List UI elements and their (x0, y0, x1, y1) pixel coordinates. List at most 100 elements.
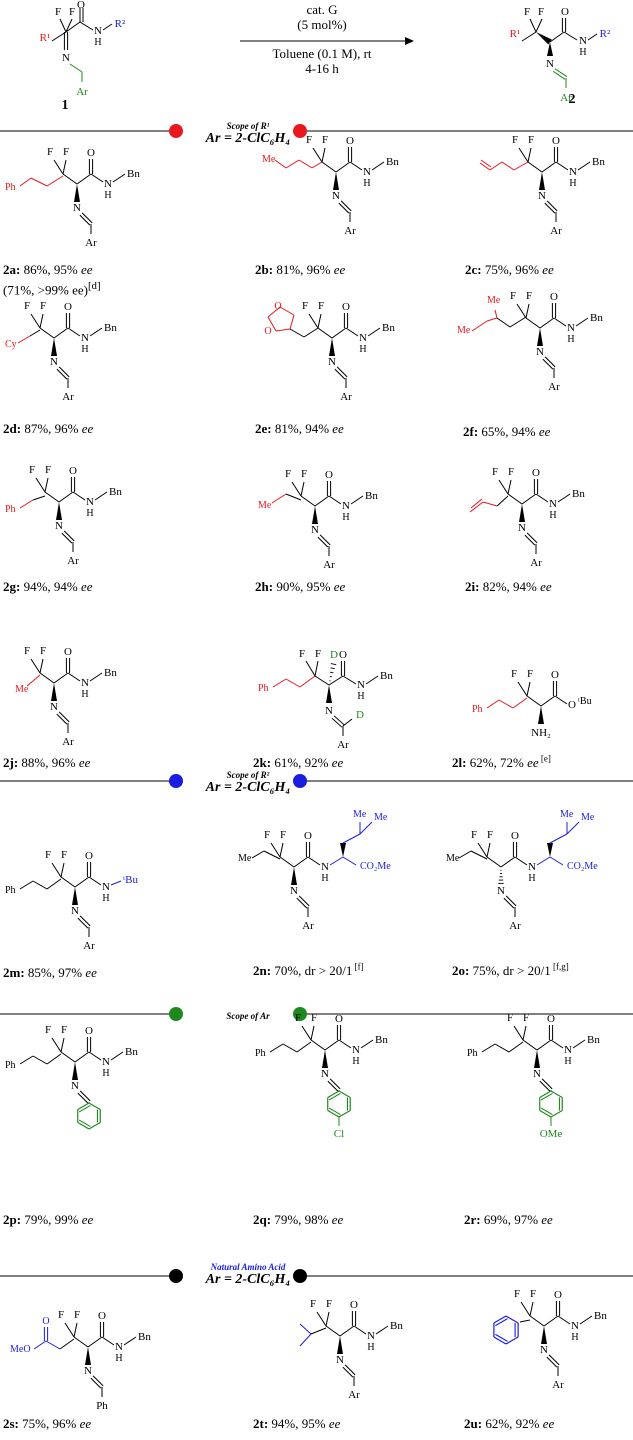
methyl-label: Me (487, 295, 501, 306)
oxygen-label: O (552, 135, 560, 147)
oxygen-label: O (264, 326, 271, 337)
bond (510, 317, 526, 327)
bond (526, 318, 540, 328)
bond (306, 661, 315, 676)
bond (331, 664, 336, 665)
bond (297, 1042, 311, 1052)
bond (89, 1052, 101, 1060)
bond (495, 1319, 507, 1326)
bond (299, 896, 309, 906)
bond (334, 716, 344, 725)
hydrogen-label: H (342, 512, 349, 523)
bond (541, 1108, 552, 1115)
fluorine-label: F (24, 300, 30, 312)
hydrogen-label: H (321, 873, 328, 884)
fluorine-label: F (315, 648, 321, 660)
wedge-bond (322, 1050, 328, 1068)
bond (31, 314, 40, 328)
bond (54, 673, 68, 683)
section-subtitle-aa: Ar = 2-ClC₆H₄ (206, 1272, 291, 1288)
fluorine-label: F (514, 1288, 520, 1300)
bond (312, 162, 322, 168)
yield-value: 79%, 98% (271, 1212, 332, 1227)
bond (556, 162, 568, 170)
bond (59, 367, 69, 377)
bond (68, 673, 80, 681)
hydrogen-label: H (115, 1353, 122, 1364)
bond (553, 71, 565, 79)
bond (495, 1334, 507, 1341)
nitrogen-label: N (332, 190, 340, 202)
bond (273, 679, 286, 687)
bond (329, 1108, 340, 1115)
hydrogen-label: H (81, 689, 88, 700)
bond (325, 1040, 339, 1050)
aryl-label: Ar (550, 225, 562, 237)
nitrogen-label: N (352, 1044, 360, 1056)
aryl-label: Ar (323, 559, 335, 571)
bond (564, 32, 577, 40)
bond (52, 863, 61, 877)
wedge-bond (72, 887, 78, 905)
nitrogen-label: N (342, 500, 350, 512)
bond (322, 148, 325, 162)
bond (20, 178, 31, 186)
nitrogen-label: N (104, 178, 112, 190)
fluorine-label: F (61, 1024, 67, 1036)
section-title-r1: Scope of R¹ (227, 121, 270, 131)
fluorine-label: F (58, 1309, 64, 1321)
bond (300, 676, 315, 687)
fluorine-label: F (29, 464, 35, 476)
benzyl-label: Bn (572, 488, 585, 500)
bond (20, 881, 33, 889)
bond (522, 494, 536, 504)
r2-label: R² (115, 18, 126, 30)
reaction-time: 4-16 h (305, 61, 339, 76)
bond (328, 1091, 339, 1098)
wedge-bond (337, 1336, 343, 1354)
fluorine-label: F (524, 6, 530, 18)
oxygen-label: O (346, 135, 354, 147)
ee-unit: ee (334, 262, 346, 277)
bond (290, 315, 294, 329)
caption-2e: 2e: 81%, 94% ee (255, 421, 344, 437)
bond (20, 1056, 33, 1064)
compound-label: 2q: (253, 1212, 271, 1227)
bond (103, 24, 112, 30)
methyl-label: Me (581, 812, 595, 823)
aryl-label: Ar (76, 86, 88, 98)
bond (330, 1079, 340, 1089)
wedge-bond (547, 843, 553, 857)
bond (487, 318, 497, 321)
bond (313, 148, 322, 162)
bond (343, 719, 352, 726)
bond (343, 1367, 353, 1377)
oxygen-label: O (554, 1289, 562, 1301)
fluorine-label: F (526, 290, 532, 302)
benzyl-label: Bn (127, 168, 140, 180)
benzyl-label: Bn (382, 322, 395, 334)
section-title-r2: Scope of R² (227, 770, 270, 780)
compound-label: 2d: (3, 421, 21, 436)
nitrogen-label: N (497, 885, 505, 897)
bond (588, 34, 597, 40)
caption-2n: 2n: 70%, dr > 20/1 [f] (253, 963, 364, 979)
bond (537, 1040, 551, 1050)
bond (89, 1103, 100, 1110)
fluorine-label: F (310, 1298, 316, 1310)
bond (290, 329, 304, 337)
bond (300, 1334, 311, 1346)
fluorine-label: F (24, 645, 30, 657)
ee-unit: ee (527, 755, 539, 770)
bond (78, 1103, 89, 1110)
yield-value: 88%, 96% (18, 755, 79, 770)
bond (78, 1123, 89, 1130)
methoxy-label: MeO (10, 1344, 31, 1355)
bond (536, 19, 542, 32)
bond (345, 1365, 355, 1375)
nitrogen-label: N (84, 1365, 92, 1377)
